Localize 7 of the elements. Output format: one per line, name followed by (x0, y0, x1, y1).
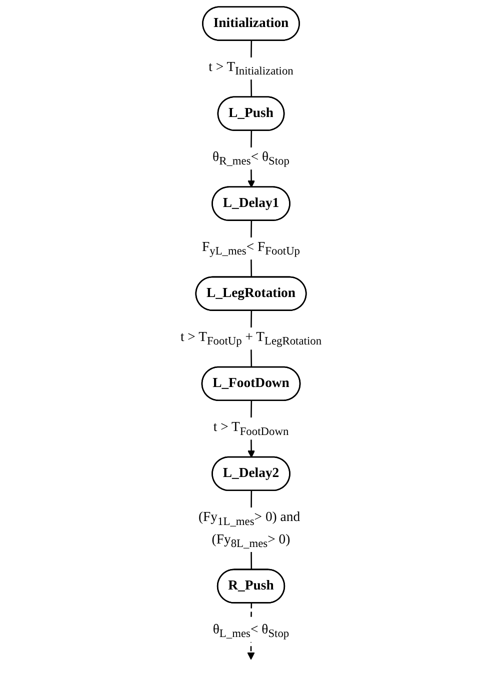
edge-label: (Fy$_{1L_mes}$> 0) and (Fy$_{8L_mes}$> 0) (198, 510, 300, 550)
edge-label: t > T$_{Initialization}$ (208, 60, 293, 78)
edge-label: t > T$_{FootDown}$ (212, 420, 288, 438)
edge-label: θ$_{R_mes}$< θ$_{Stop}$ (212, 150, 289, 168)
edge-label: θ$_{L_mes}$< θ$_{Stop}$ (212, 622, 289, 640)
edge-label: t > T$_{FootUp}$ + T$_{LegRotation}$ (180, 330, 322, 348)
edge-label: F$_{yL_mes}$< F$_{FootUp}$ (201, 240, 300, 258)
